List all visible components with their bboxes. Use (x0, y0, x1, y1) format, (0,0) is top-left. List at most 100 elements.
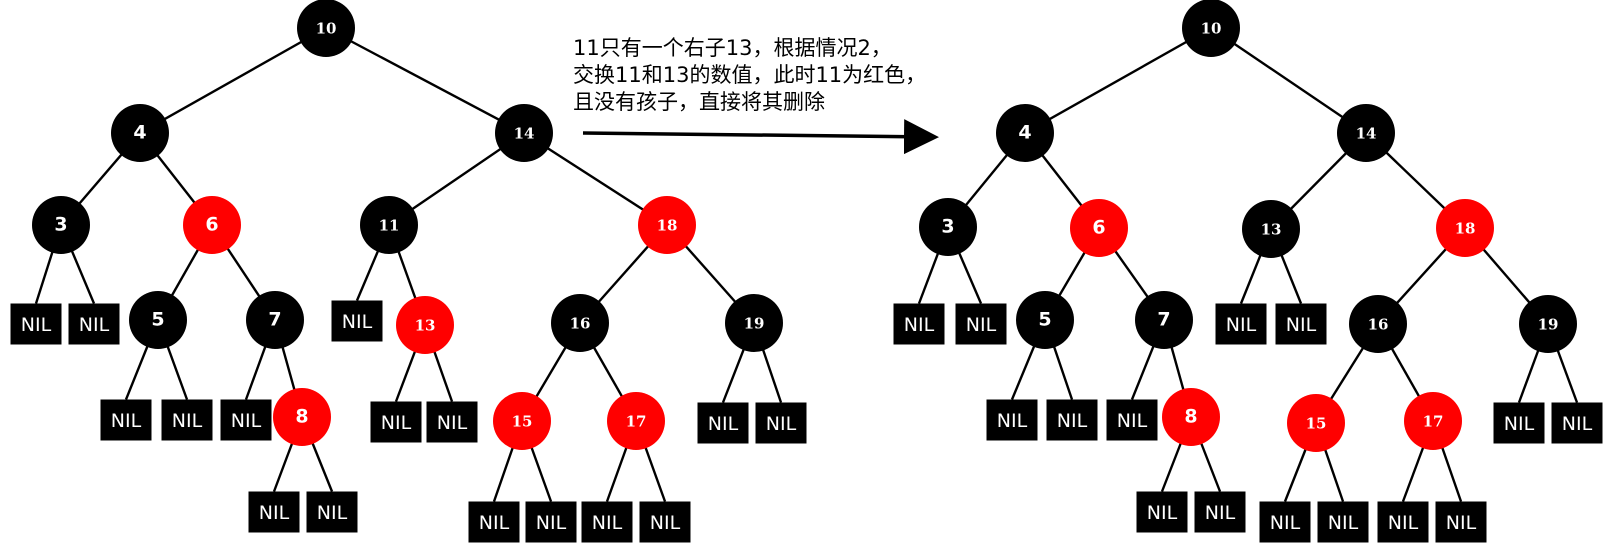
nil-label: NIL (536, 512, 567, 534)
nil-box (220, 399, 272, 441)
nil-box (248, 491, 300, 533)
node-label: 15 (512, 413, 533, 431)
nil-label: NIL (437, 412, 468, 434)
node-circle-red (1404, 392, 1462, 450)
node-circle-black (551, 294, 609, 352)
nil-leaf: NIL (468, 501, 520, 543)
nil-box (1106, 399, 1158, 441)
nil-box (306, 491, 358, 533)
nil-leaf: NIL (331, 300, 383, 342)
node-label: 18 (657, 217, 678, 235)
node-circle-red (396, 296, 454, 354)
nil-leaf: NIL (1046, 399, 1098, 441)
tree-node-before-4: 4 (111, 104, 169, 162)
nil-leaf: NIL (10, 303, 62, 345)
caption-line-2: 交换11和13的数值，此时11为红色， (573, 63, 926, 87)
nil-label: NIL (479, 512, 510, 534)
nil-box (1136, 491, 1188, 533)
tree-node-after-4: 4 (996, 104, 1054, 162)
nil-box (986, 399, 1038, 441)
nil-box (68, 303, 120, 345)
node-circle-black (1349, 295, 1407, 353)
nil-leaf: NIL (68, 303, 120, 345)
nil-box (755, 402, 807, 444)
node-circle-black (1016, 291, 1074, 349)
node-circle-red (1436, 199, 1494, 257)
tree-node-after-17: 17 (1404, 392, 1462, 450)
node-circle-red (1070, 199, 1128, 257)
nil-label: NIL (1226, 314, 1257, 336)
nil-leaf: NIL (1194, 491, 1246, 533)
nil-label: NIL (1562, 413, 1593, 435)
tree-node-before-14: 14 (495, 104, 553, 162)
node-circle-black (1135, 291, 1193, 349)
node-circle-red (638, 196, 696, 254)
nil-leaf: NIL (220, 399, 272, 441)
node-label: 7 (268, 309, 281, 331)
nil-leaf: NIL (161, 399, 213, 441)
nil-leaf: NIL (1136, 491, 1188, 533)
nil-label: NIL (1057, 410, 1088, 432)
node-label: 13 (1261, 221, 1282, 239)
node-label: 6 (205, 214, 218, 236)
node-label: 18 (1455, 220, 1476, 238)
node-circle-black (1519, 295, 1577, 353)
nil-label: NIL (172, 410, 203, 432)
nil-box (1377, 501, 1429, 543)
tree-node-after-15: 15 (1287, 394, 1345, 452)
node-circle-black (129, 291, 187, 349)
nil-leaf: NIL (1551, 402, 1603, 444)
node-label: 17 (1423, 413, 1444, 431)
nil-box (1194, 491, 1246, 533)
caption-line-3: 且没有孩子，直接将其删除 (573, 90, 825, 114)
nil-box (1275, 303, 1327, 345)
node-circle-black (111, 104, 169, 162)
nil-leaf: NIL (1317, 501, 1369, 543)
nil-label: NIL (231, 410, 262, 432)
tree-node-before-7: 7 (246, 291, 304, 349)
nil-box (1551, 402, 1603, 444)
nil-label: NIL (111, 410, 142, 432)
nil-leaf: NIL (1259, 501, 1311, 543)
nil-label: NIL (1270, 512, 1301, 534)
nil-label: NIL (1328, 512, 1359, 534)
nil-label: NIL (997, 410, 1028, 432)
tree-node-before-6: 6 (183, 196, 241, 254)
nil-leaf: NIL (1493, 402, 1545, 444)
nil-label: NIL (708, 413, 739, 435)
nil-box (1259, 501, 1311, 543)
tree-node-after-13: 13 (1242, 200, 1300, 258)
tree-node-after-3: 3 (919, 198, 977, 256)
node-circle-red (493, 392, 551, 450)
nil-label: NIL (966, 314, 997, 336)
tree-node-before-15: 15 (493, 392, 551, 450)
nil-leaf: NIL (986, 399, 1038, 441)
node-label: 14 (514, 125, 535, 143)
nil-leaf: NIL (525, 501, 577, 543)
node-label: 13 (415, 317, 436, 335)
nil-leaf: NIL (755, 402, 807, 444)
nil-label: NIL (1117, 410, 1148, 432)
node-circle-black (495, 104, 553, 162)
nil-leaf: NIL (1435, 501, 1487, 543)
node-circle-black (297, 0, 355, 57)
node-circle-red (273, 388, 331, 446)
node-label: 8 (295, 406, 308, 428)
node-label: 19 (1538, 316, 1559, 334)
nil-label: NIL (766, 413, 797, 435)
nil-label: NIL (342, 311, 373, 333)
node-label: 8 (1184, 406, 1197, 428)
tree-node-after-8: 8 (1162, 388, 1220, 446)
nil-box (100, 399, 152, 441)
node-label: 10 (316, 20, 337, 38)
node-circle-black (1182, 0, 1240, 57)
node-label: 3 (941, 216, 954, 238)
nil-box (1215, 303, 1267, 345)
nil-box (955, 303, 1007, 345)
edge-before-10-4 (139, 26, 327, 135)
edge-after-10-14 (1210, 27, 1367, 134)
operation-caption: 11只有一个右子13，根据情况2， 交换11和13的数值，此时11为红色， 且没… (573, 36, 926, 114)
nil-box (370, 401, 422, 443)
nil-label: NIL (79, 314, 110, 336)
